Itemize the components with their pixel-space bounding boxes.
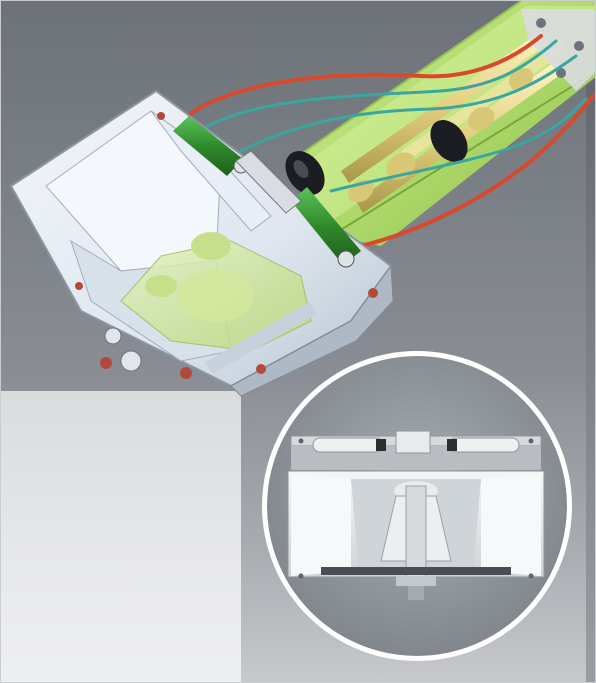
black-rings (285, 120, 468, 195)
inset-detail (262, 351, 572, 661)
main-assembly (9, 1, 595, 397)
end-plate (521, 9, 595, 91)
hydraulic-sleeves (173, 116, 361, 268)
background-right-strip (586, 1, 595, 682)
hoses (181, 34, 595, 248)
housing-body (9, 89, 394, 397)
background-lower-left-panel (1, 391, 241, 682)
